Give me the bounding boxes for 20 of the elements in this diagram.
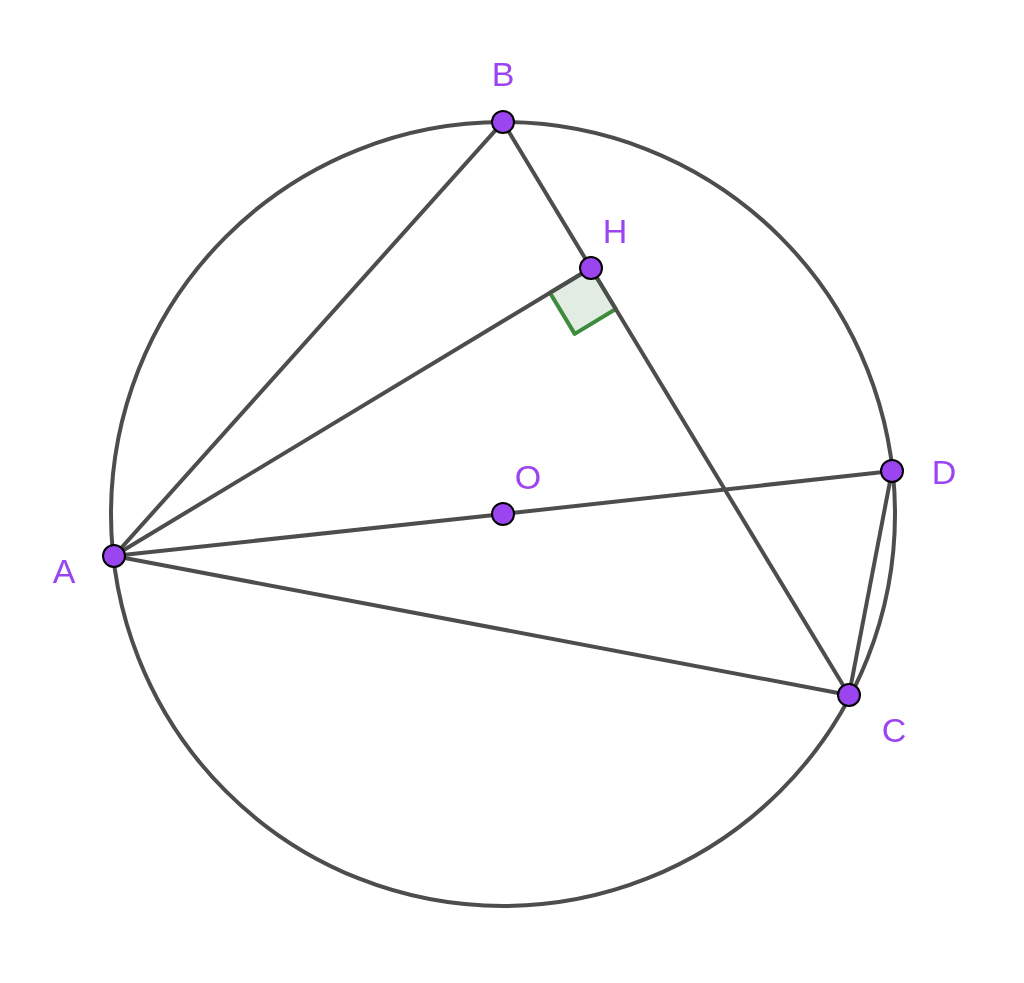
point-marker: [837, 683, 861, 707]
line-segment: [122, 271, 583, 553]
line-segment: [594, 276, 846, 687]
line-segment: [513, 470, 882, 515]
line-segment: [506, 130, 588, 260]
point-label: B: [491, 57, 515, 91]
point-label: H: [602, 214, 628, 248]
point-marker: [491, 110, 515, 134]
point-label: D: [931, 455, 957, 489]
point-label: A: [52, 554, 76, 588]
point-marker: [880, 459, 904, 483]
point-label: O: [514, 460, 542, 494]
point-marker: [102, 544, 126, 568]
line-segment: [849, 481, 892, 685]
point-marker: [491, 502, 515, 526]
line-segment: [124, 513, 493, 557]
line-segment: [124, 556, 839, 695]
line-segment: [119, 128, 498, 550]
point-label: C: [881, 713, 907, 747]
point-marker: [579, 256, 603, 280]
